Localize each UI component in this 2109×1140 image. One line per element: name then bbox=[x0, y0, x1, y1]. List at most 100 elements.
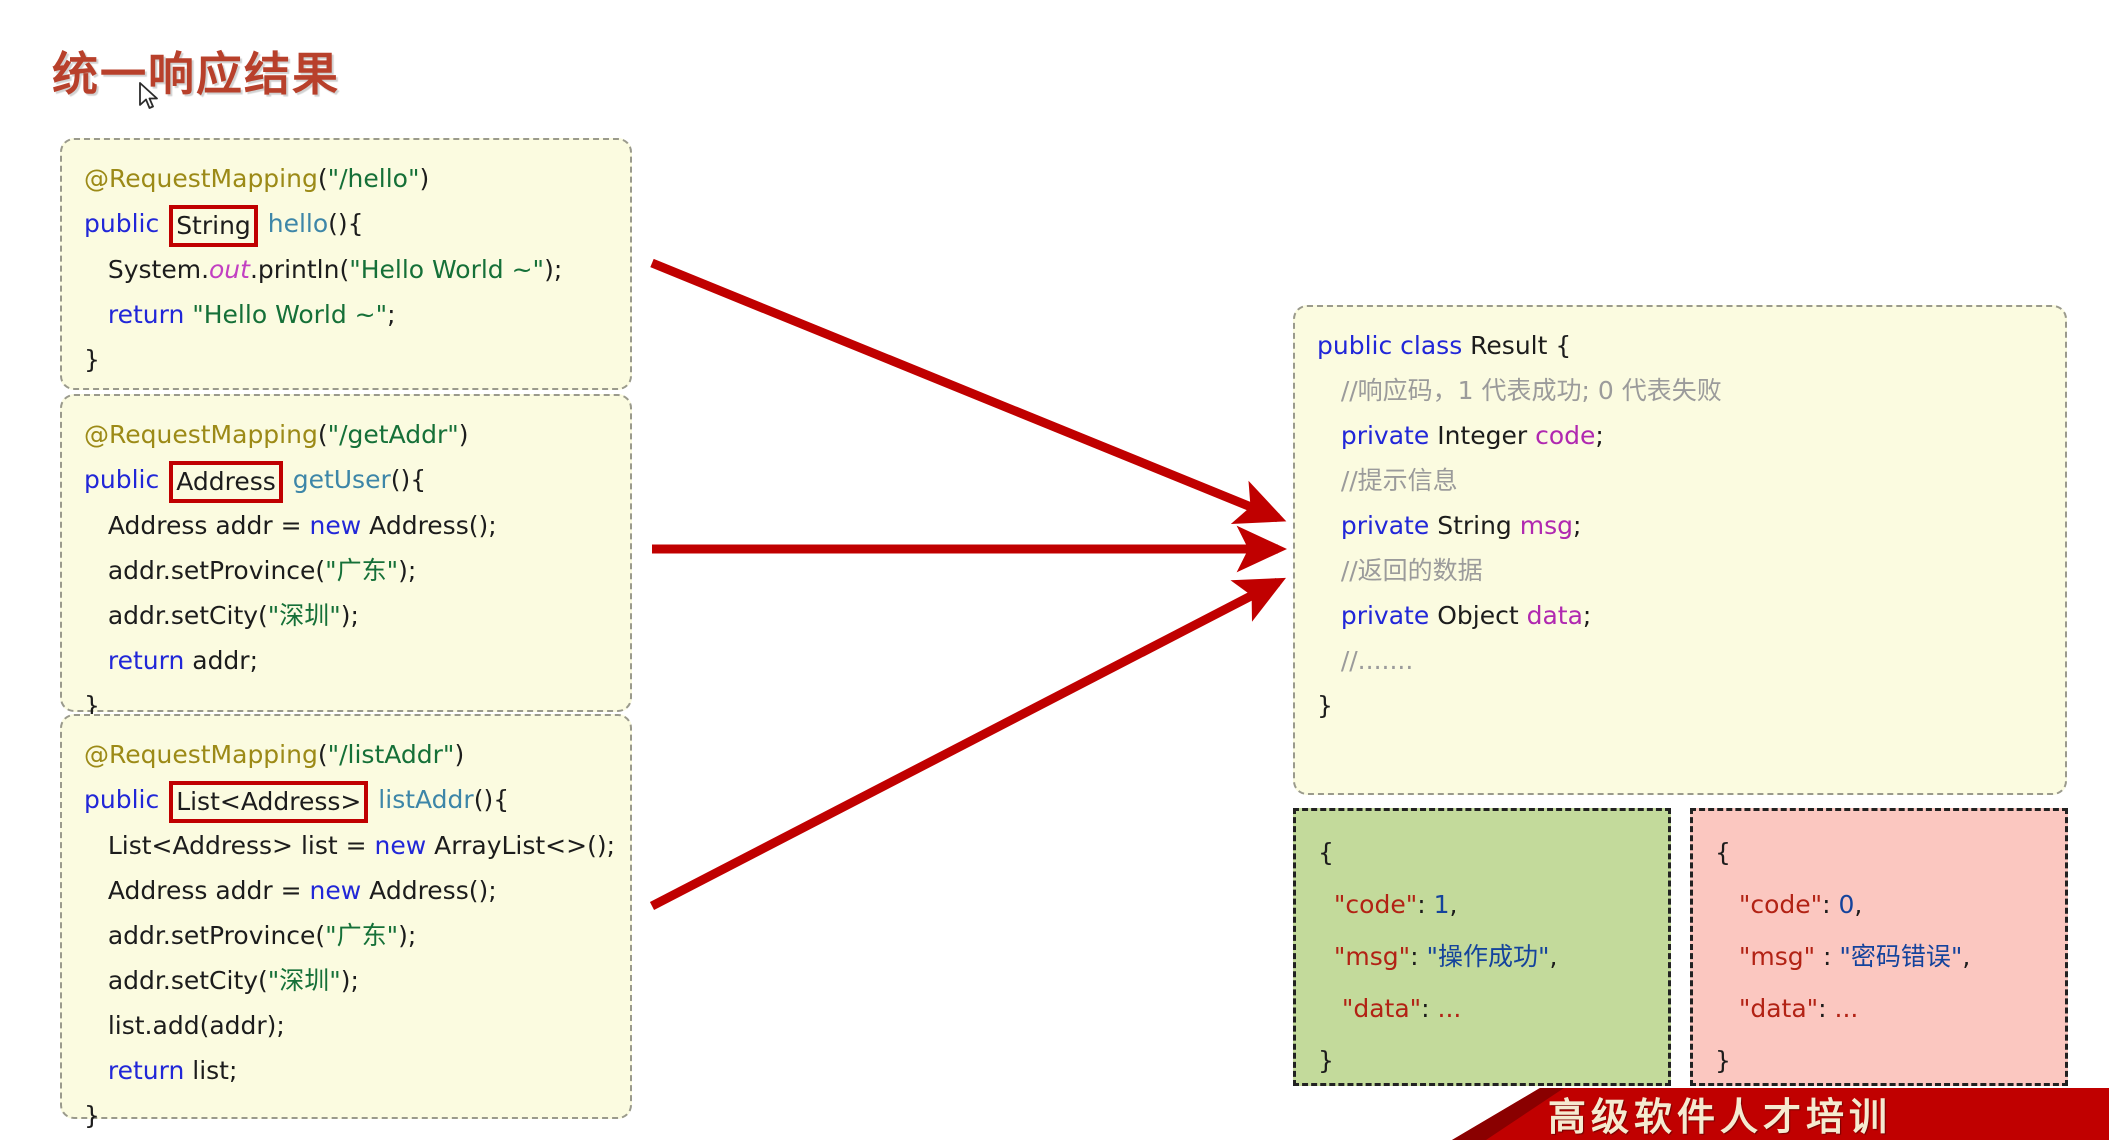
json-token: , bbox=[1549, 942, 1558, 971]
code-token: public class bbox=[1317, 331, 1463, 360]
json-line: "data": ... bbox=[1318, 983, 1646, 1035]
code-line: private String msg; bbox=[1317, 503, 2043, 548]
code-line: //....... bbox=[1317, 638, 2043, 683]
json-example-error: { "code": 0, "msg" : "密码错误", "data": ...… bbox=[1690, 808, 2068, 1086]
code-line: addr.setCity("深圳"); bbox=[84, 958, 608, 1003]
code-token: public bbox=[84, 785, 160, 814]
json-line: { bbox=[1715, 827, 2043, 879]
code-token: @RequestMapping bbox=[84, 164, 318, 193]
code-token: ( bbox=[317, 420, 328, 449]
code-token: } bbox=[84, 691, 100, 720]
code-token bbox=[285, 465, 293, 494]
code-token bbox=[1317, 421, 1341, 450]
code-token: System. bbox=[84, 255, 210, 284]
code-token bbox=[159, 209, 167, 238]
code-line: public List<Address> listAddr(){ bbox=[84, 777, 608, 823]
code-line: @RequestMapping("/hello") bbox=[84, 156, 608, 201]
json-line: "msg" : "密码错误", bbox=[1715, 931, 2043, 983]
watermark-text: 高级软件人才培训 bbox=[1548, 1097, 1893, 1139]
code-line: //返回的数据 bbox=[1317, 548, 2043, 593]
code-token: } bbox=[1317, 691, 1333, 720]
json-token: "操作成功" bbox=[1426, 942, 1550, 971]
code-line: Address addr = new Address(); bbox=[84, 503, 608, 548]
code-token: Address addr = bbox=[84, 511, 310, 540]
json-token: ... bbox=[1437, 994, 1462, 1023]
json-token: : bbox=[1410, 942, 1427, 971]
code-token: "深圳" bbox=[267, 601, 341, 630]
json-token: , bbox=[1962, 942, 1971, 971]
code-line: //提示信息 bbox=[1317, 458, 2043, 503]
code-line: public String hello(){ bbox=[84, 201, 608, 247]
code-card-listaddr: @RequestMapping("/listAddr")public List<… bbox=[60, 714, 632, 1130]
json-line: "code": 1, bbox=[1318, 879, 1646, 931]
code-token: new bbox=[374, 831, 427, 860]
json-token: : bbox=[1822, 890, 1839, 919]
code-token: @RequestMapping bbox=[84, 420, 318, 449]
code-token: getUser bbox=[292, 465, 391, 494]
code-token: ; bbox=[1573, 511, 1582, 540]
code-token: //返回的数据 bbox=[1317, 556, 1483, 585]
code-token: //响应码，1 代表成功; 0 代表失败 bbox=[1317, 376, 1722, 405]
json-token: : bbox=[1417, 890, 1434, 919]
code-token: "Hello World ~" bbox=[349, 255, 545, 284]
page-title: 统一响应结果 bbox=[52, 48, 340, 100]
json-token: "密码错误" bbox=[1839, 942, 1963, 971]
code-token: addr.setCity( bbox=[84, 966, 268, 995]
code-token: new bbox=[309, 876, 362, 905]
code-token: list.add(addr); bbox=[84, 1011, 285, 1040]
code-token: public bbox=[84, 465, 160, 494]
code-token: "/getAddr" bbox=[327, 420, 459, 449]
code-token: (){ bbox=[390, 465, 427, 494]
json-line: "data": ... bbox=[1715, 983, 2043, 1035]
json-line: } bbox=[1715, 1035, 2043, 1087]
code-line: list.add(addr); bbox=[84, 1003, 608, 1048]
code-token: (){ bbox=[473, 785, 510, 814]
json-token: "code" bbox=[1333, 890, 1418, 919]
code-line: return list; bbox=[84, 1048, 608, 1093]
code-token: private bbox=[1340, 421, 1430, 450]
json-token: "data" bbox=[1738, 994, 1819, 1023]
code-token bbox=[84, 1056, 108, 1085]
code-token: ( bbox=[317, 164, 328, 193]
json-token: "msg" bbox=[1738, 942, 1816, 971]
code-line: public class Result { bbox=[1317, 323, 2043, 368]
json-token: "msg" bbox=[1333, 942, 1411, 971]
json-token: : bbox=[1421, 994, 1438, 1023]
code-token: "/hello" bbox=[327, 164, 420, 193]
code-line: public Address getUser(){ bbox=[84, 457, 608, 503]
json-token: "data" bbox=[1341, 994, 1422, 1023]
code-line: private Integer code; bbox=[1317, 413, 2043, 458]
code-token: "广东" bbox=[325, 556, 399, 585]
code-line: } bbox=[84, 337, 608, 382]
json-line: "msg": "操作成功", bbox=[1318, 931, 1646, 983]
code-token: ); bbox=[340, 601, 359, 630]
arrow-listaddr-to-result bbox=[649, 577, 1286, 910]
code-line: List<Address> list = new ArrayList<>(); bbox=[84, 823, 615, 868]
code-token: ArrayList<>(); bbox=[426, 831, 616, 860]
code-token: ) bbox=[419, 164, 430, 193]
code-line: private Object data; bbox=[1317, 593, 2043, 638]
code-token: ); bbox=[544, 255, 563, 284]
arrow-hello-to-result bbox=[650, 258, 1287, 525]
code-token bbox=[84, 646, 108, 675]
highlight-box: String bbox=[169, 205, 258, 247]
code-token: code bbox=[1535, 421, 1596, 450]
code-token: ) bbox=[454, 740, 465, 769]
json-line: { bbox=[1318, 827, 1646, 879]
json-token: 0 bbox=[1838, 890, 1855, 919]
code-token bbox=[159, 785, 167, 814]
code-token: "深圳" bbox=[267, 966, 341, 995]
json-token: { bbox=[1715, 838, 1731, 867]
code-card-result: public class Result { //响应码，1 代表成功; 0 代表… bbox=[1293, 305, 2067, 795]
code-token: return bbox=[107, 300, 185, 329]
code-token: private bbox=[1340, 511, 1430, 540]
json-token bbox=[1318, 890, 1334, 919]
code-token: "Hello World ~" bbox=[192, 300, 388, 329]
code-token: "/listAddr" bbox=[327, 740, 455, 769]
code-line: @RequestMapping("/getAddr") bbox=[84, 412, 608, 457]
json-token bbox=[1715, 942, 1739, 971]
highlight-box: List<Address> bbox=[169, 781, 369, 823]
code-line: Address addr = new Address(); bbox=[84, 868, 608, 913]
code-token: msg bbox=[1519, 511, 1574, 540]
code-token: Result { bbox=[1462, 331, 1572, 360]
